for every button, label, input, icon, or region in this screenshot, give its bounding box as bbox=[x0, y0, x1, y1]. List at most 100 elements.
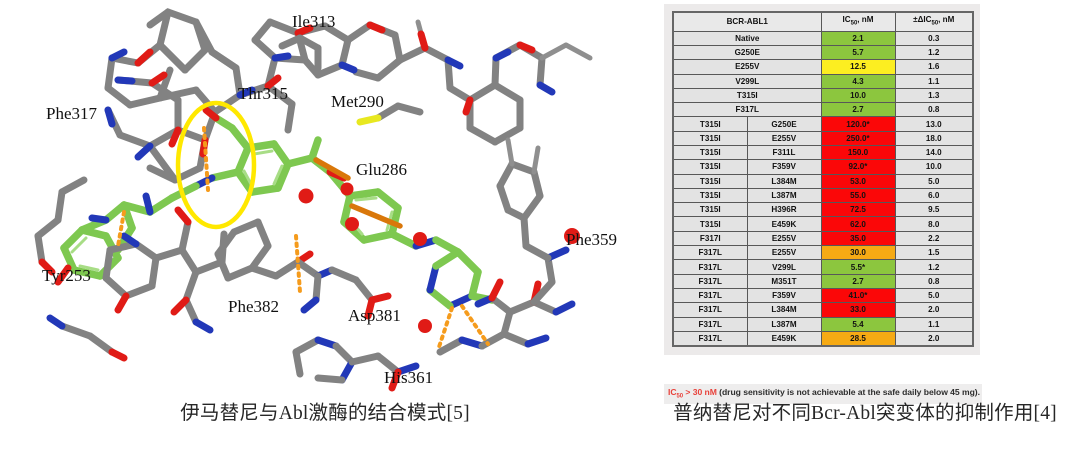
header-mutation: BCR-ABL1 bbox=[672, 11, 822, 32]
imatinib-ligand bbox=[54, 106, 496, 310]
hydrogen-bonds bbox=[116, 126, 490, 352]
water-oxygen-spheres bbox=[298, 182, 580, 333]
cell-mutation-2: E255V bbox=[746, 230, 822, 247]
cell-ic50: 5.4 bbox=[820, 316, 896, 332]
cell-delta-ic50: 1.1 bbox=[894, 316, 974, 332]
cell-mutation-1: F317L bbox=[672, 287, 748, 304]
cell-ic50: 55.0 bbox=[820, 187, 896, 204]
cell-ic50: 5.5* bbox=[820, 259, 896, 275]
cell-delta-ic50: 0.8 bbox=[894, 273, 974, 289]
imatinib-abl-binding-mode-image: .pr { stroke:#828282; stroke-width:7; fi… bbox=[34, 8, 617, 392]
cell-ic50: 2.7 bbox=[820, 102, 896, 118]
cell-ic50: 72.5 bbox=[820, 202, 896, 218]
cell-delta-ic50: 14.0 bbox=[894, 144, 974, 161]
cell-mutation-1: F317L bbox=[672, 330, 748, 347]
cell-mutation: G250E bbox=[672, 44, 822, 61]
cell-mutation-2: G250E bbox=[746, 116, 822, 132]
cell-ic50: 2.1 bbox=[820, 30, 896, 46]
residue-label-phe317: Phe317 bbox=[46, 104, 97, 123]
cell-delta-ic50: 2.0 bbox=[894, 330, 974, 347]
cell-mutation-1: T315I bbox=[672, 216, 748, 232]
cell-ic50: 92.0* bbox=[820, 159, 896, 175]
cell-mutation-1: F317L bbox=[672, 259, 748, 275]
residue-label-tyr253: Tyr253 bbox=[42, 266, 91, 285]
cell-delta-ic50: 5.0 bbox=[894, 287, 974, 304]
header-ic50: IC50, nM bbox=[820, 11, 896, 32]
cell-delta-ic50: 8.0 bbox=[894, 216, 974, 232]
residue-label-phe382: Phe382 bbox=[228, 297, 279, 316]
cell-ic50: 2.7 bbox=[820, 273, 896, 289]
cell-delta-ic50: 2.2 bbox=[894, 230, 974, 247]
cell-delta-ic50: 1.3 bbox=[894, 87, 974, 104]
residue-label-ile313: Ile313 bbox=[292, 12, 336, 31]
cell-mutation-2: F359V bbox=[746, 287, 822, 304]
cell-mutation-2: V299L bbox=[746, 259, 822, 275]
cell-delta-ic50: 1.5 bbox=[894, 245, 974, 261]
cell-mutation-1: F317L bbox=[672, 302, 748, 318]
cell-mutation: F317L bbox=[672, 102, 822, 118]
cell-mutation-1: T315I bbox=[672, 202, 748, 218]
cell-mutation-1: T315I bbox=[672, 173, 748, 189]
residue-label-glu286: Glu286 bbox=[356, 160, 407, 179]
cell-delta-ic50: 0.8 bbox=[894, 102, 974, 118]
cell-mutation-2: E255V bbox=[746, 130, 822, 146]
cell-delta-ic50: 6.0 bbox=[894, 187, 974, 204]
cell-mutation-2: E255V bbox=[746, 245, 822, 261]
cell-ic50: 30.0 bbox=[820, 245, 896, 261]
cell-ic50: 10.0 bbox=[820, 87, 896, 104]
cell-delta-ic50: 18.0 bbox=[894, 130, 974, 146]
cell-delta-ic50: 13.0 bbox=[894, 116, 974, 132]
cell-mutation-2: L384M bbox=[746, 302, 822, 318]
cell-mutation: T315I bbox=[672, 87, 822, 104]
cell-mutation-2: L387M bbox=[746, 316, 822, 332]
cell-ic50: 33.0 bbox=[820, 302, 896, 318]
cell-ic50: 35.0 bbox=[820, 230, 896, 247]
cell-delta-ic50: 0.3 bbox=[894, 30, 974, 46]
cell-ic50: 53.0 bbox=[820, 173, 896, 189]
caption-right: 普纳替尼对不同Bcr-Abl突变体的抑制作用[4] bbox=[673, 403, 1057, 424]
cell-delta-ic50: 1.2 bbox=[894, 259, 974, 275]
cell-mutation-2: L384M bbox=[746, 173, 822, 189]
cell-mutation-1: F317L bbox=[672, 245, 748, 261]
cell-mutation: V299L bbox=[672, 73, 822, 89]
cell-mutation-1: F317L bbox=[672, 316, 748, 332]
highlight-ellipse bbox=[175, 100, 257, 230]
cell-mutation-2: E459K bbox=[746, 216, 822, 232]
header-delta-ic50: ±ΔIC50, nM bbox=[894, 11, 974, 32]
cell-ic50: 250.0* bbox=[820, 130, 896, 146]
table-header: BCR-ABL1 IC50, nM ±ΔIC50, nM bbox=[672, 11, 974, 32]
protein-backbone-lower bbox=[34, 34, 576, 392]
residue-label-phe359: Phe359 bbox=[566, 230, 617, 249]
cell-mutation-1: T315I bbox=[672, 159, 748, 175]
cell-mutation-1: F317I bbox=[672, 230, 748, 247]
molecule-stick-model: .pr { stroke:#828282; stroke-width:7; fi… bbox=[34, 8, 593, 392]
cell-mutation-1: T315I bbox=[672, 187, 748, 204]
cell-ic50: 150.0 bbox=[820, 144, 896, 161]
cell-delta-ic50: 9.5 bbox=[894, 202, 974, 218]
residue-label-thr315: Thr315 bbox=[238, 84, 289, 103]
cell-ic50: 120.0* bbox=[820, 116, 896, 132]
cell-mutation-2: F359V bbox=[746, 159, 822, 175]
cell-mutation-2: L387M bbox=[746, 187, 822, 204]
header-row: BCR-ABL1 IC50, nM ±ΔIC50, nM bbox=[672, 11, 974, 32]
cell-ic50: 12.5 bbox=[820, 59, 896, 75]
